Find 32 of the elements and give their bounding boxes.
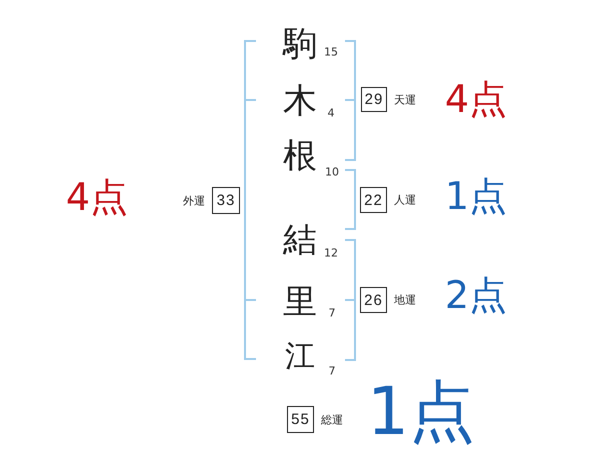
fortune-number: 26 (364, 292, 383, 308)
fortune-number-box (360, 187, 387, 213)
kanji-character: 江 (285, 342, 315, 372)
score-label: 2点 (444, 276, 508, 314)
kanji-character: 根 (283, 139, 317, 173)
kanji-character: 里 (283, 285, 317, 319)
kanji-character: 木 (283, 84, 317, 118)
fortune-number: 22 (364, 192, 383, 208)
fortune-label: 人運 (394, 194, 416, 206)
score-label: 4点 (444, 80, 508, 118)
score-label: 1点 (367, 379, 475, 445)
stroke-count: 7 (328, 308, 336, 318)
fortune-label: 総運 (321, 414, 343, 425)
kanji-character: 駒 (283, 27, 317, 61)
fortune-number-box (360, 287, 387, 313)
kanji-character: 結 (283, 223, 317, 257)
fortune-label: 地運 (394, 294, 416, 306)
fortune-number: 55 (291, 412, 310, 427)
fortune-number-box (287, 406, 314, 433)
stroke-count: 12 (324, 248, 338, 258)
fortune-number: 33 (216, 193, 236, 208)
fortune-label: 外運 (183, 195, 205, 206)
stroke-count: 10 (325, 166, 339, 178)
score-label: 4点 (66, 178, 128, 216)
stroke-count: 4 (328, 108, 334, 118)
fortune-number-box (212, 187, 240, 214)
fortune-number-box (361, 87, 387, 112)
fortune-label: 天運 (394, 94, 416, 105)
stroke-count: 7 (328, 366, 336, 376)
fortune-number: 29 (364, 92, 384, 107)
stroke-count: 15 (324, 46, 338, 58)
score-label: 1点 (444, 177, 508, 215)
